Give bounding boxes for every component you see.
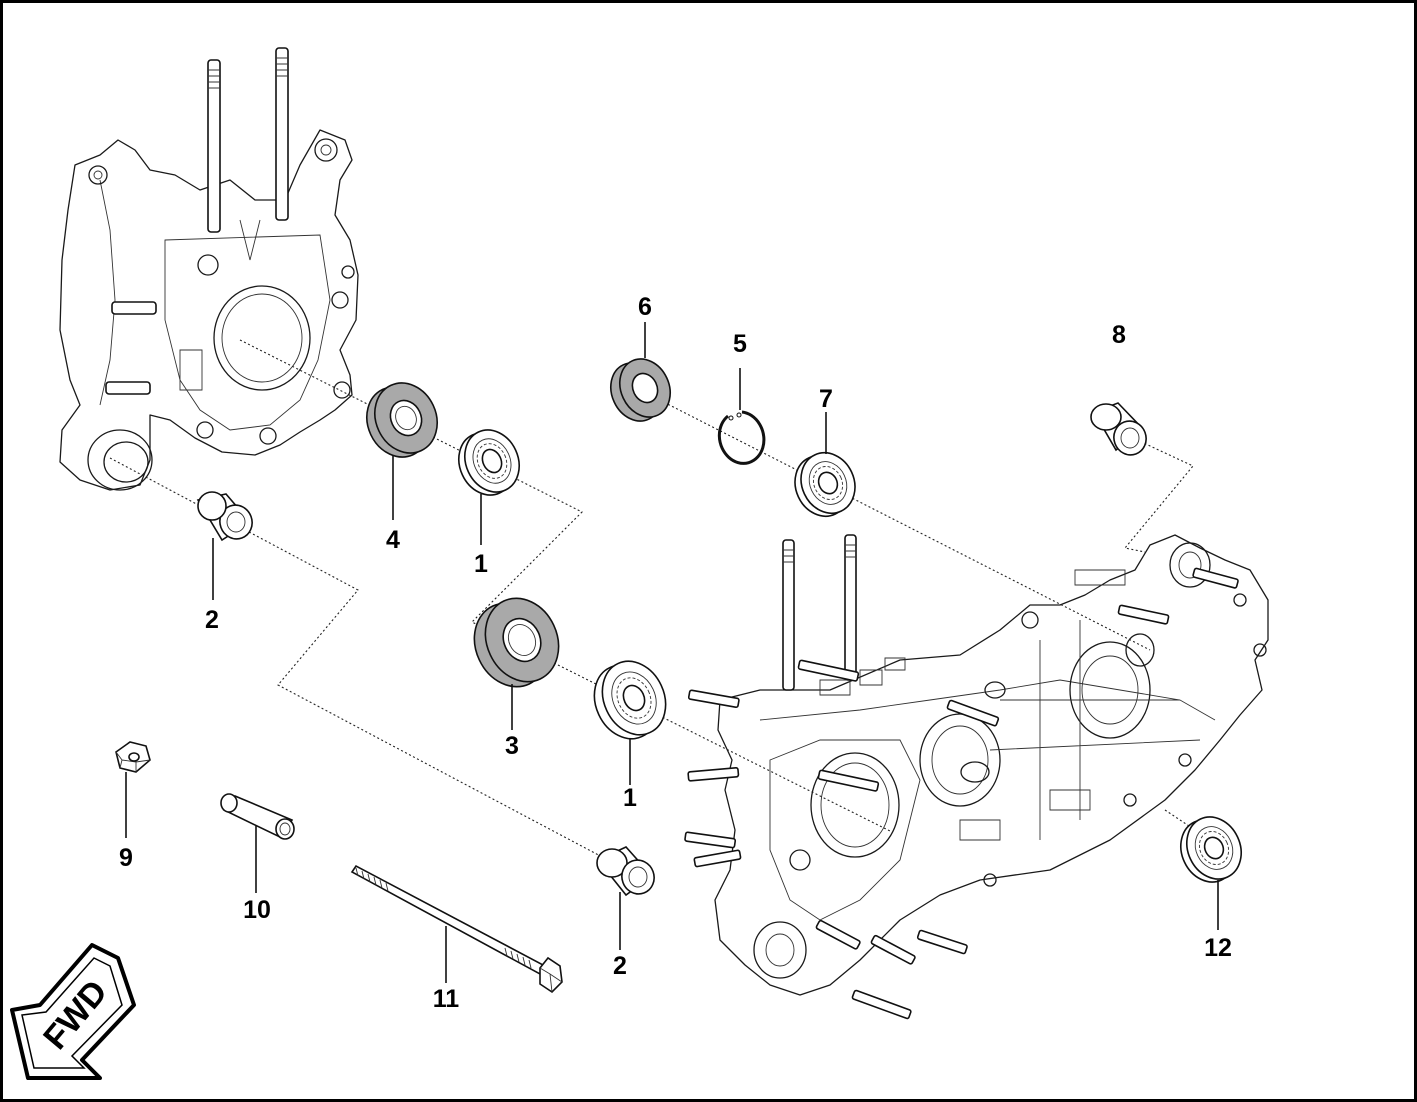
callout-1-lower: 1 [623,784,637,812]
part-8-bushing [1090,402,1147,456]
part-9-hex-nut [115,741,151,773]
part-11-bolt [350,864,563,994]
part-10-dowel-pin [220,793,295,840]
assembly-lines [109,339,1211,886]
callout-8: 8 [1112,321,1126,349]
left-crankcase-half [59,47,359,491]
callout-12: 12 [1204,934,1232,962]
callout-1-upper: 1 [474,550,488,578]
part-7-ball-bearing [794,452,856,517]
callout-4: 4 [386,526,400,554]
fwd-arrow-icon [10,943,136,1080]
part-2-bushing-upper [196,491,253,542]
callout-11: 11 [433,985,460,1013]
callout-numbers: 4 1 2 6 5 7 8 3 1 9 10 11 2 12 [119,293,1232,1013]
callout-9: 9 [119,844,133,872]
callout-7: 7 [819,385,833,413]
part-1-ball-bearing-lower [593,660,667,740]
callout-3: 3 [505,732,519,760]
callout-5: 5 [733,330,747,358]
part-2-bushing-lower [596,846,655,897]
part-12-ball-bearing [1180,816,1242,883]
part-4-oil-seal [366,382,438,458]
forward-direction-arrow: FWD [10,943,136,1080]
part-3-oil-seal [473,597,560,688]
callout-6: 6 [638,293,652,321]
part-1-ball-bearing-upper [458,429,520,496]
part-6-oil-seal [610,358,671,422]
part-5-circlip [717,410,766,465]
callout-2-lower: 2 [613,952,627,980]
callout-2-upper: 2 [205,606,219,634]
callout-10: 10 [243,896,271,924]
right-crankcase-half [684,534,1269,1020]
